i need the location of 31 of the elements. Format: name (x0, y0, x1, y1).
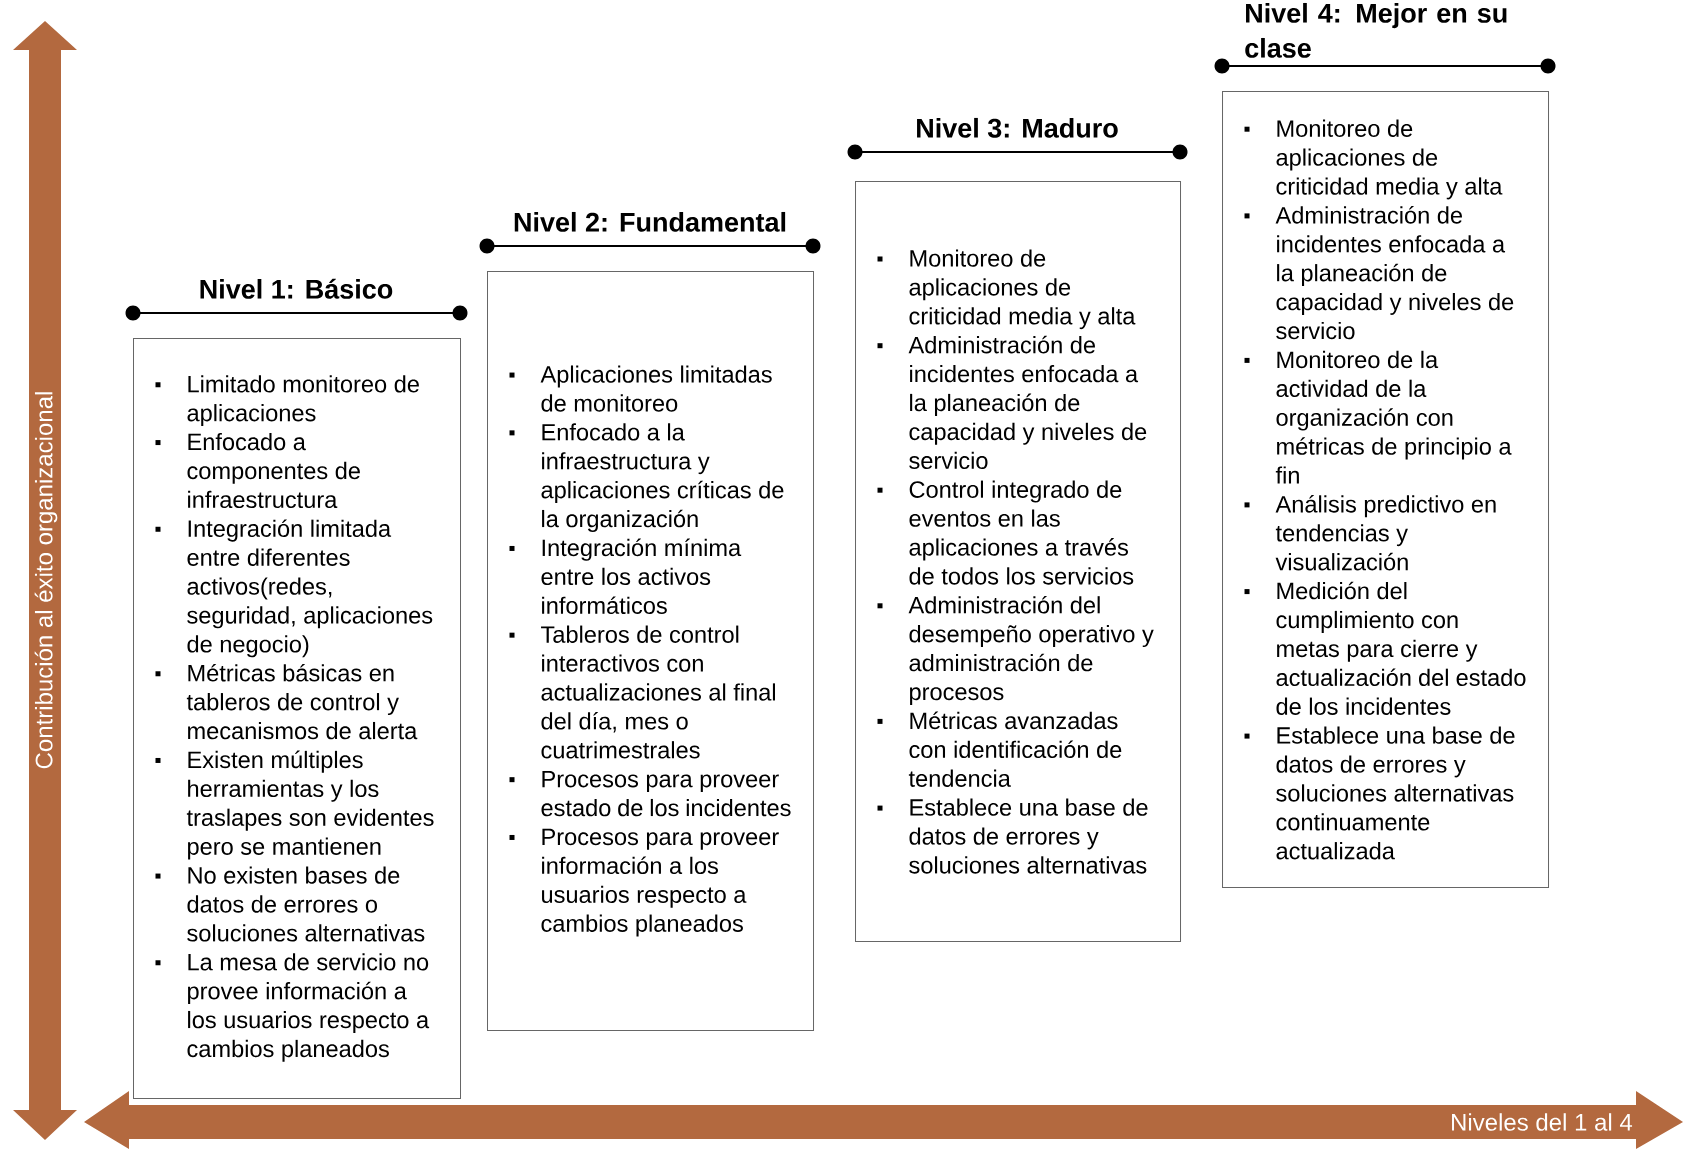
level-heading: Nivel 2: Fundamental (514, 211, 786, 232)
bullet-item: Establece una base de datos de errores y soluciones alternativas (877, 798, 1148, 874)
bullet-item: Administración de incidentes enfocada a la planeación de capacidad y niveles de servicio (1244, 206, 1514, 340)
bullet-item: Enfocado a componentes de infraestructura (155, 432, 360, 509)
bullet-item: Medición del cumplimiento con metas para cierre y actualización del estado de los incidentes (1244, 581, 1526, 715)
bullet-item: Análisis predictivo en tendencias y visualización (1244, 495, 1496, 571)
bullet-item: Tableros de control interactivos con actualizaciones al final del día, mes o cuatrimestrales (509, 625, 775, 759)
axis-label: Contribución al éxito organizacional (34, 392, 58, 769)
bullet-item: Procesos para proveer estado de los incidentes (509, 770, 791, 817)
bullet-item: Control integrado de eventos en las aplicaciones a través de todos los servicios (877, 480, 1134, 585)
bullet-item: Limitado monitoreo de aplicaciones (155, 375, 419, 427)
bullet-item: Aplicaciones limitadas de monitoreo (509, 365, 772, 412)
bullet-item: No existen bases de datos de errores o soluciones alternativas (155, 866, 425, 942)
bullet-item: Establece una base de datos de errores y soluciones alternativas continuamente actualizada (1244, 726, 1515, 860)
bullet-item: Monitoreo de aplicaciones de criticidad media y alta (1244, 119, 1503, 200)
bullet-item: Enfocado a la infraestructura y aplicaciones críticas de la organización (509, 423, 784, 532)
bullet-item: Existen múltiples herramientas y los traslapes son evidentes pero se mantienen (155, 750, 434, 860)
bullet-item: Administración de incidentes enfocada a la planeación de capacidad y niveles de servicio (877, 335, 1147, 470)
bullet-item: Integración limitada entre diferentes activos(redes, seguridad, aplicaciones de negocio) (155, 519, 433, 658)
axis-label: Niveles del 1 al 4 (1452, 1113, 1633, 1131)
bullet-item: Métricas básicas en tableros de control y mecanismos de alerta (155, 663, 418, 740)
bullet-item: Monitoreo de la actividad de la organización con métricas de principio a fin (1244, 350, 1512, 484)
level-heading: Nivel 3: Maduro (917, 117, 1118, 138)
level-heading: Nivel 4: Mejor en su clase (1245, 2, 1507, 58)
bullet-item: Procesos para proveer información a los usuarios respecto a cambios planeados (509, 828, 779, 937)
bullet-item: Integración mínima entre los activos informáticos (509, 538, 742, 614)
bullet-item: Administración del desempeño operativo y administración de procesos (877, 595, 1154, 705)
level-heading: Nivel 1: Básico (200, 278, 393, 299)
bullet-item: La mesa de servicio no provee información a los usuarios respecto a cambios planeados (155, 953, 430, 1062)
bullet-item: Métricas avanzadas con identificación de tendencia (877, 711, 1122, 787)
bullet-item: Monitoreo de aplicaciones de criticidad media y alta (877, 249, 1136, 330)
